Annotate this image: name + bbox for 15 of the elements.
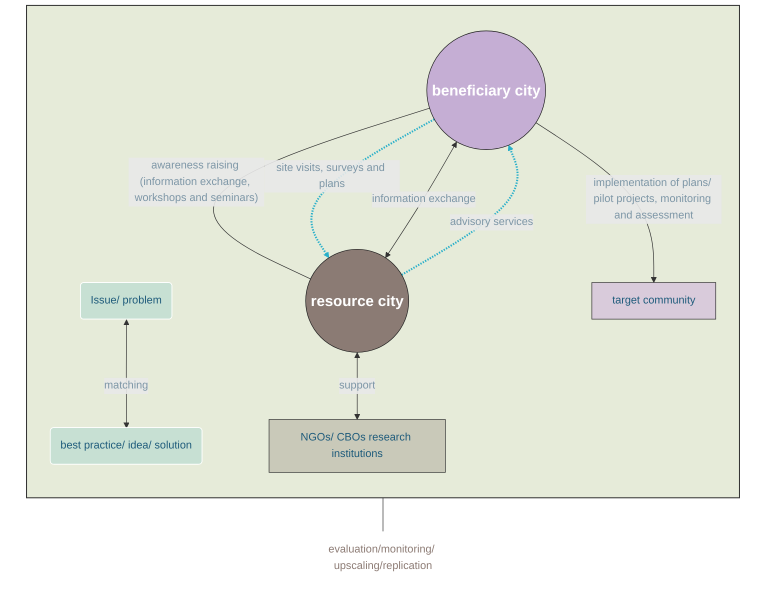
- node-circle: beneficiary city: [426, 30, 546, 150]
- arrow: [401, 144, 519, 276]
- node-circle: resource city: [305, 248, 410, 353]
- node-box: NGOs/ CBOs research institutions: [268, 419, 446, 473]
- edge-label: matching: [104, 380, 148, 392]
- edge-label: implementation of plans/ pilot projects, monitoring and assessment: [593, 177, 712, 222]
- edge-label: support: [339, 380, 376, 392]
- connector: [382, 497, 384, 532]
- connector: [213, 108, 430, 280]
- node-text: evaluation/monitoring/ upscaling/replication: [328, 544, 435, 572]
- edge-label: awareness raising (information exchange, workshops and seminars): [134, 160, 258, 204]
- edge-label: advisory services: [450, 216, 534, 228]
- node-box: target community: [592, 282, 716, 320]
- cluster: [26, 4, 740, 498]
- edge-label: information exchange: [372, 193, 476, 205]
